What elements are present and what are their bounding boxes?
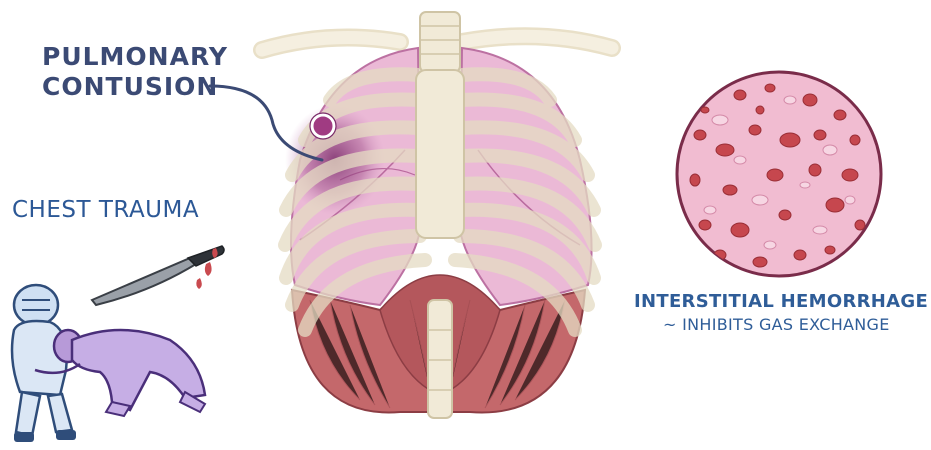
rib-cage-illustration: [262, 12, 612, 418]
pulmonary-contusion-label-line2: CONTUSION: [42, 72, 218, 101]
pulmonary-contusion-label-line1: PULMONARY: [42, 42, 228, 71]
knife-icon: [92, 246, 224, 305]
gas-exchange-label: ~ INHIBITS GAS EXCHANGE: [663, 315, 890, 334]
hemorrhage-circle-illustration: [677, 72, 881, 276]
interstitial-hemorrhage-label: INTERSTITIAL HEMORRHAGE: [634, 291, 928, 312]
football-players-illustration: [12, 285, 205, 442]
chest-trauma-label: CHEST TRAUMA: [12, 197, 199, 223]
